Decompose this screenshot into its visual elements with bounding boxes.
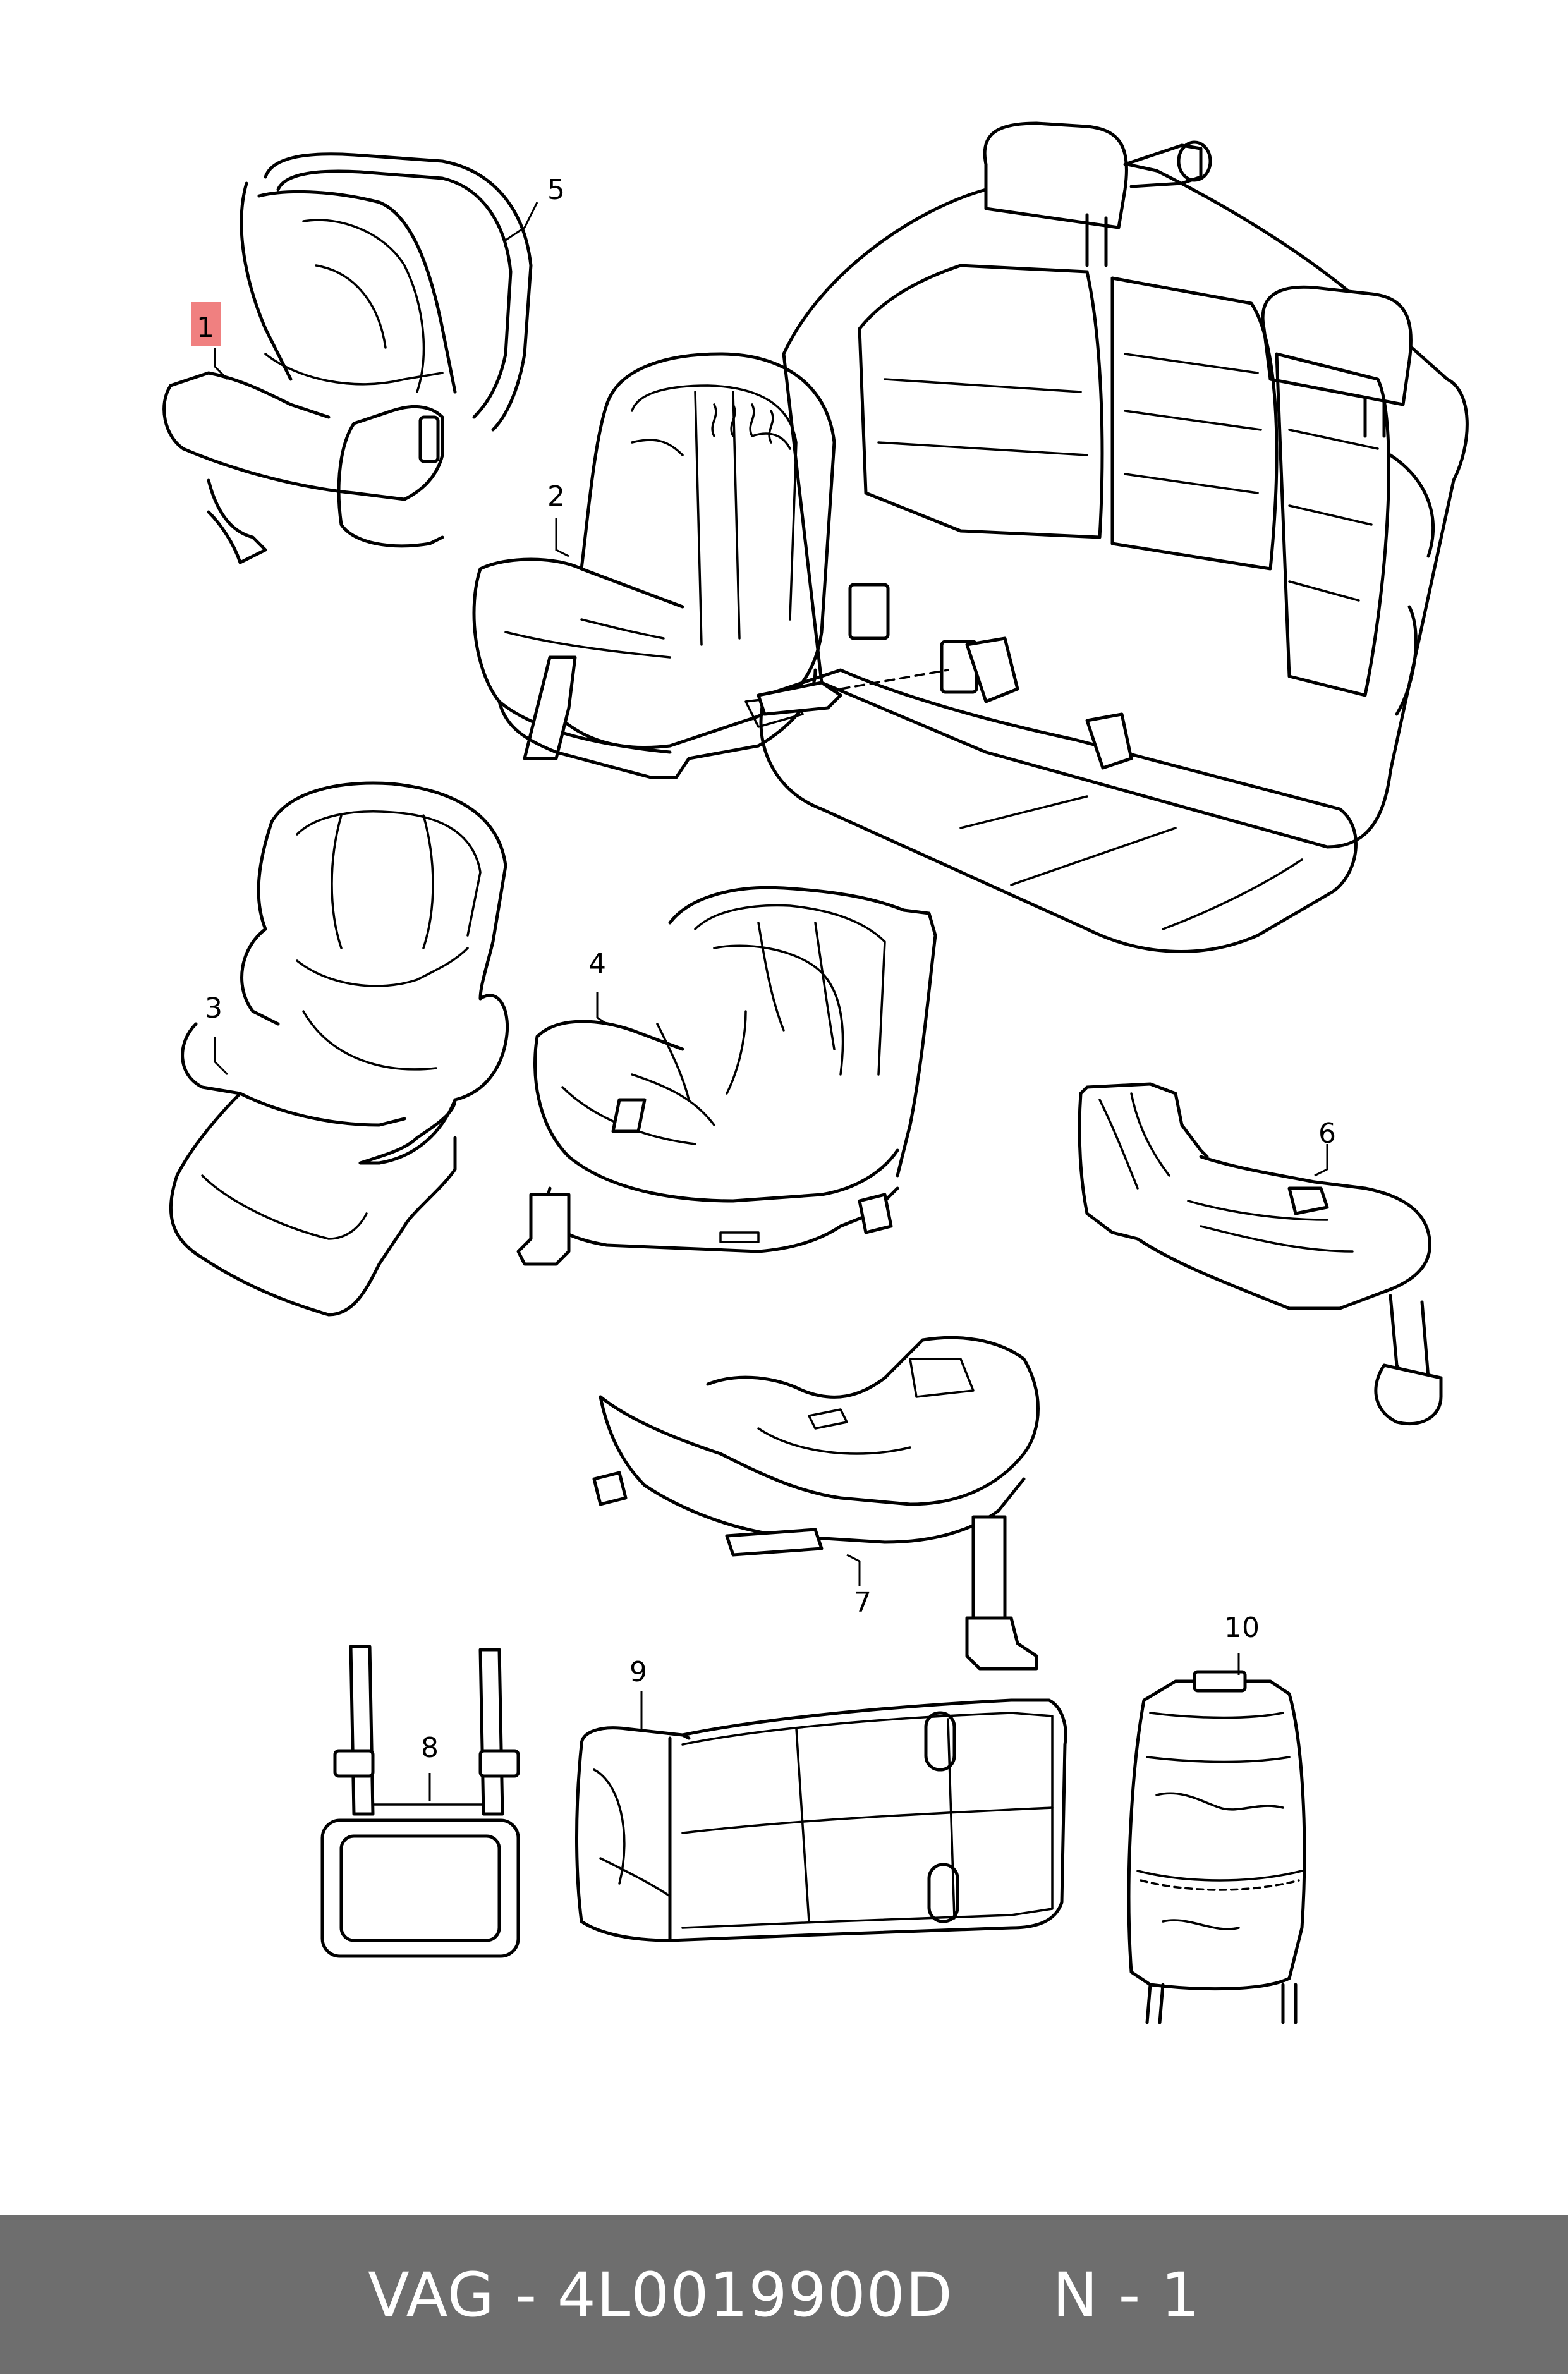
rotating-seat (516, 886, 937, 1266)
spacer (953, 2260, 1053, 2330)
label-6[interactable]: 6 (1318, 1117, 1336, 1150)
child-seat-group1 (472, 352, 842, 779)
separator: - (495, 2259, 557, 2330)
seat-organiser (1127, 1670, 1306, 2024)
label-1[interactable]: 1 (197, 312, 214, 344)
brand-name: VAG (368, 2259, 495, 2330)
footer-caption: VAG - 4L0019900D N - 1 (368, 2260, 1200, 2330)
part-labels: 1 2 3 4 5 6 7 8 9 10 (191, 174, 1336, 1764)
page-indicator: N - 1 (1052, 2259, 1200, 2330)
isofix-base (1078, 1082, 1443, 1426)
label-1-highlight (191, 302, 221, 346)
label-3[interactable]: 3 (205, 992, 222, 1025)
label-10[interactable]: 10 (1224, 1612, 1260, 1644)
seat-protector (575, 1698, 1067, 1942)
rear-view-mirror (320, 1645, 520, 1958)
isofix-base-leg (592, 1336, 1040, 1671)
footer-bar: VAG - 4L0019900D N - 1 (0, 2215, 1568, 2374)
leader-lines (214, 202, 1328, 1801)
parts-diagram: 1 2 3 4 5 6 7 8 9 10 (162, 121, 1469, 2024)
label-9[interactable]: 9 (629, 1656, 647, 1688)
label-7[interactable]: 7 (854, 1586, 872, 1619)
booster-seat (169, 781, 509, 1317)
label-4[interactable]: 4 (588, 948, 606, 980)
part-number: 4L0019900D (557, 2259, 953, 2330)
rear-bench-seat (759, 121, 1469, 953)
label-2[interactable]: 2 (547, 480, 565, 513)
label-5[interactable]: 5 (547, 174, 565, 206)
infant-carrier (162, 152, 533, 564)
label-8[interactable]: 8 (421, 1732, 439, 1764)
